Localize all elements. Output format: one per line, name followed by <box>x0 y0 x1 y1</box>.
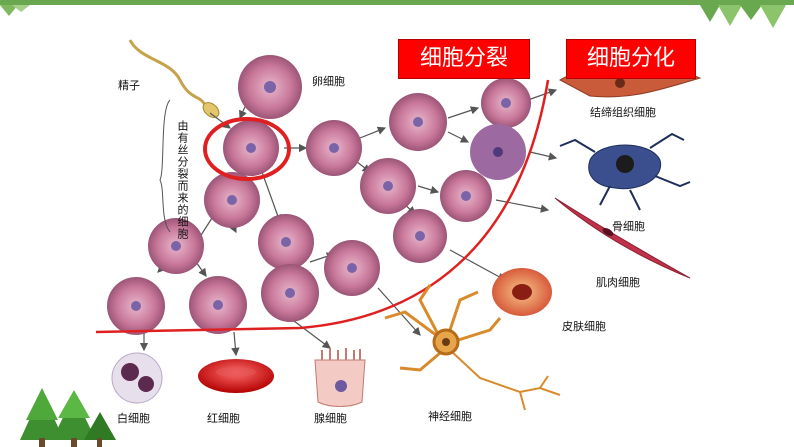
gland-cell <box>314 348 366 407</box>
dividing-cells <box>107 55 531 335</box>
white-blood-cell-label: 白细胞 <box>117 412 150 425</box>
leaf-decoration-top-left <box>0 5 30 16</box>
dividing-cell-13 <box>261 264 319 322</box>
dividing-cell-11 <box>148 218 204 274</box>
mitosis-side-label: 由有丝分裂而来的细胞 <box>176 120 189 240</box>
dividing-cell-1 <box>223 120 279 176</box>
dividing-cell-12 <box>324 240 380 296</box>
top-accent-bar <box>0 0 794 5</box>
cell-division-title: 细胞分裂 <box>398 39 530 79</box>
neuron-cell <box>384 284 561 411</box>
skin-cell-label: 皮肤细胞 <box>562 320 606 333</box>
dividing-cell-9 <box>204 172 260 228</box>
tree-decoration <box>20 388 116 447</box>
dividing-cell-8 <box>393 209 447 263</box>
skin-cell <box>492 268 552 316</box>
egg-cell <box>238 55 302 119</box>
red-blood-cell <box>198 359 274 393</box>
bone-cell-label: 骨细胞 <box>612 220 645 233</box>
dividing-cell-5 <box>470 124 526 180</box>
sperm-label: 精子 <box>118 79 140 92</box>
zygote-highlight-ring <box>203 117 291 181</box>
sperm-cell <box>128 39 220 118</box>
muscle-cell <box>554 197 691 279</box>
side-bracket <box>159 99 171 233</box>
white-blood-cell <box>111 352 163 404</box>
dividing-cell-4 <box>481 78 531 128</box>
egg-label: 卵细胞 <box>312 75 345 88</box>
dividing-cell-3 <box>389 93 447 151</box>
dividing-cell-6 <box>360 158 416 214</box>
bone-cell <box>559 132 691 211</box>
dividing-cell-14 <box>107 277 165 335</box>
neuron-label: 神经细胞 <box>428 410 472 423</box>
dividing-cell-10 <box>258 214 314 270</box>
gland-cell-label: 腺细胞 <box>314 412 347 425</box>
division-differentiation-boundary <box>95 79 550 334</box>
cell-differentiation-title: 细胞分化 <box>566 39 696 79</box>
red-blood-cell-label: 红细胞 <box>207 412 240 425</box>
dividing-cell-15 <box>189 276 247 334</box>
dividing-cell-7 <box>440 170 492 222</box>
muscle-cell-label: 肌肉细胞 <box>596 276 640 289</box>
dividing-cell-2 <box>306 120 362 176</box>
connective-tissue-label: 结缔组织细胞 <box>590 106 656 119</box>
leaf-decoration-top-right <box>700 5 786 28</box>
